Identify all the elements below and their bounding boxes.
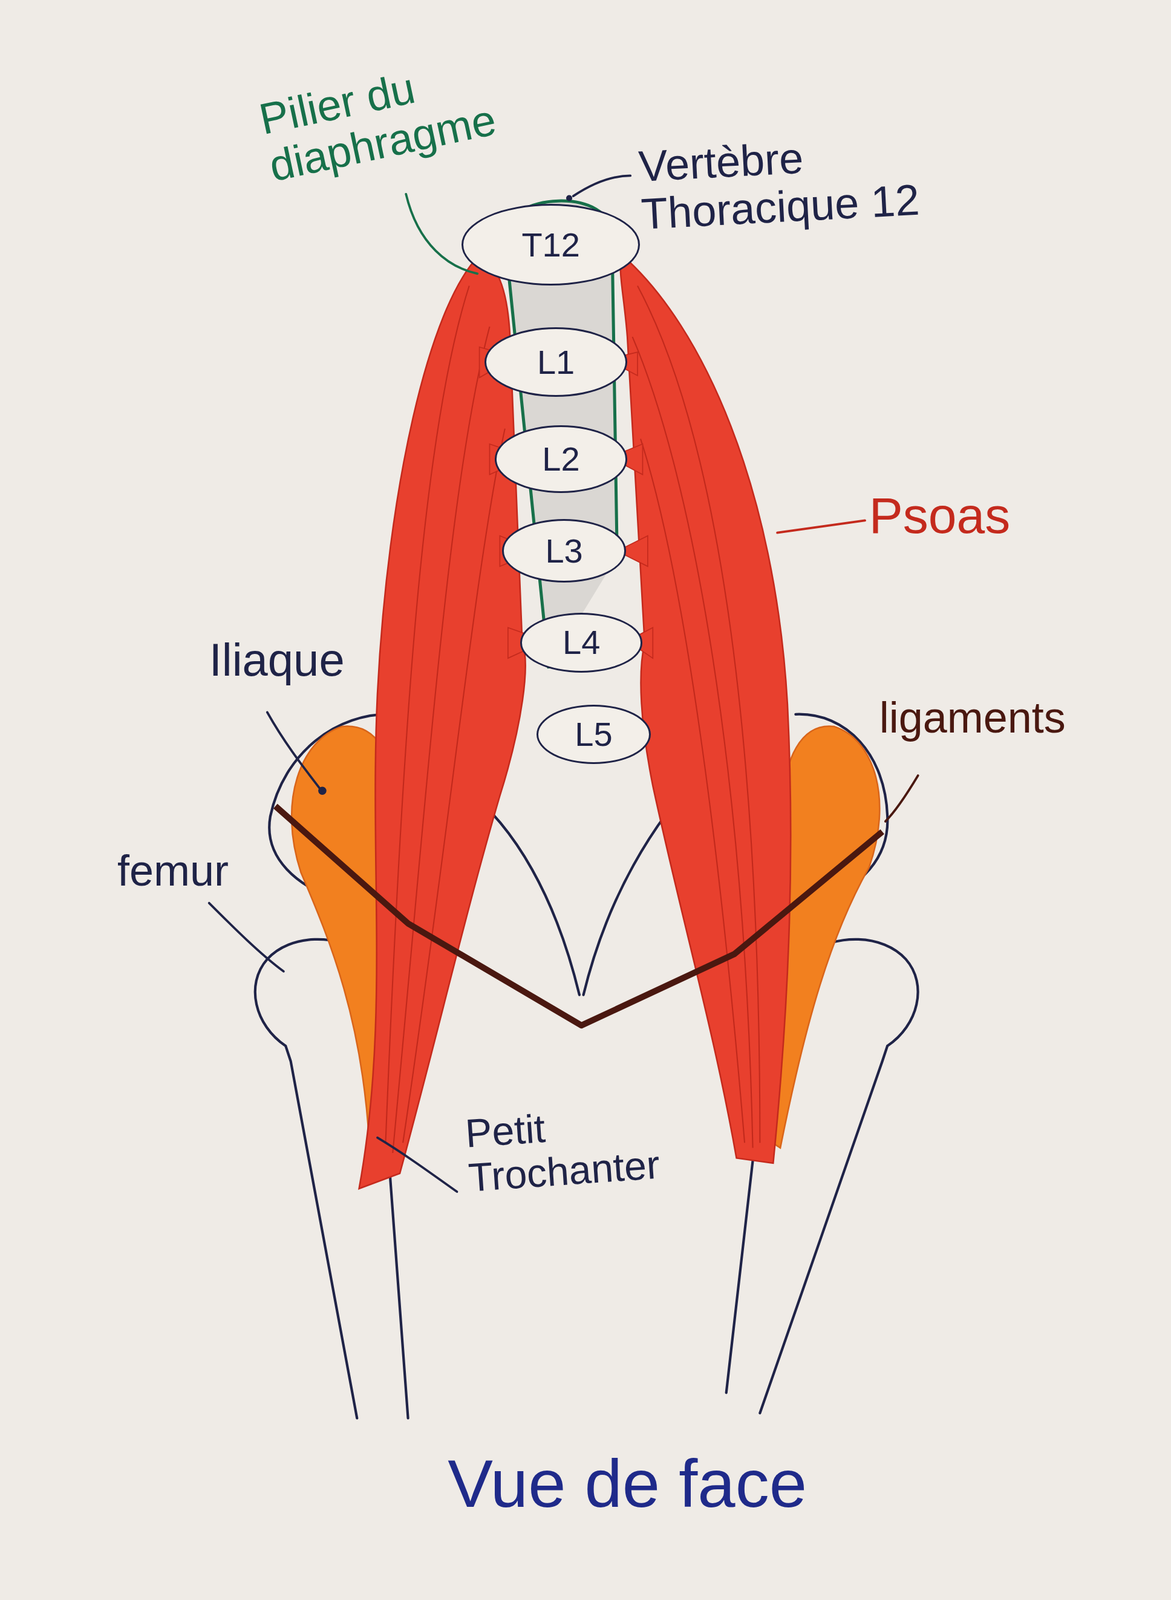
anatomy-label: Pilier du diaphragme [255, 29, 595, 191]
anatomy-label: ligaments [879, 693, 1098, 742]
vertebra-label: L1 [537, 345, 575, 380]
vertebra-oval: L5 [536, 704, 651, 764]
vertebra-label: T12 [521, 228, 581, 262]
leader-line [377, 1137, 458, 1192]
leader-dot [318, 786, 327, 795]
psoas-muscle [359, 255, 792, 1189]
leader-dot [566, 194, 573, 201]
inguinal-ligament [275, 806, 882, 1026]
fibre [632, 336, 754, 1149]
vertebra-label: L4 [562, 625, 601, 660]
anatomy-label: Vertèbre Thoracique 12 [637, 122, 1029, 239]
vertebra-oval: L2 [494, 425, 628, 493]
vertebra-oval: L1 [484, 327, 628, 397]
leader-line [573, 175, 631, 196]
fibre [392, 326, 490, 1153]
anatomy-label: Psoas [869, 487, 1063, 544]
vertebra-label: L2 [541, 442, 580, 477]
left-psoas [359, 255, 526, 1189]
caption: Vue de face [447, 1446, 807, 1521]
anatomy-label: femur [117, 846, 263, 895]
leader-lines [209, 175, 919, 1192]
leader-line [777, 520, 865, 533]
vertebra-label: L5 [574, 717, 613, 752]
vertebra-oval: L4 [520, 612, 643, 672]
right-psoas [620, 255, 792, 1164]
leader-line [267, 711, 320, 788]
fibre [385, 286, 469, 1144]
fibre [637, 286, 760, 1144]
vertebra-label: L3 [544, 534, 583, 568]
fibre [402, 428, 506, 1143]
fibre [640, 439, 745, 1144]
anatomy-label: Petit Trochanter [463, 1093, 730, 1200]
anatomy-label: Iliaque [209, 634, 391, 686]
leader-line [209, 903, 284, 972]
leader-line [885, 775, 919, 822]
vertebra-oval: T12 [461, 203, 640, 286]
vertebra-oval: L3 [502, 518, 627, 583]
